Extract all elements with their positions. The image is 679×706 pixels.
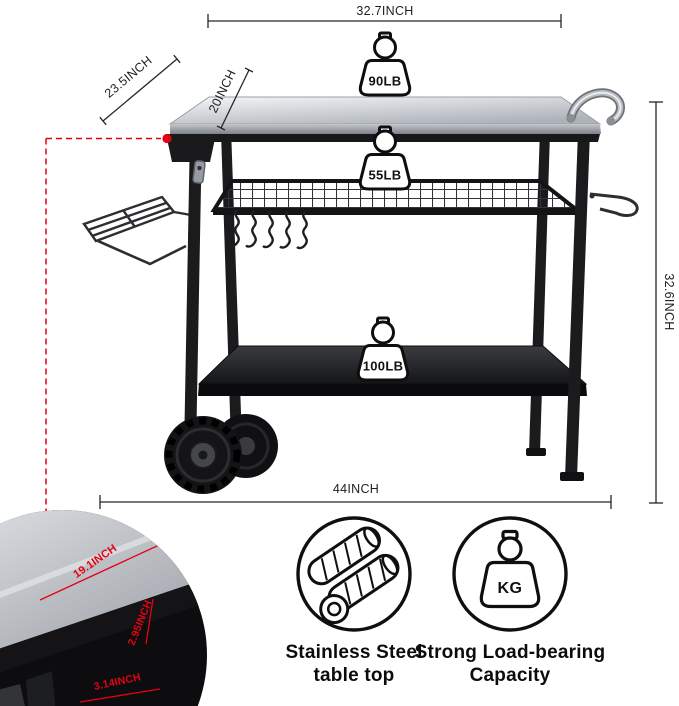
weight-55lb-icon: 55LB: [358, 125, 412, 191]
dimension-top-width: 32.7INCH: [207, 4, 562, 28]
dimension-height: 32.6INCH: [649, 101, 676, 504]
kg-label: KG: [498, 580, 523, 597]
stainless-tubes-icon: [296, 516, 412, 632]
grill-cart-illustration: [82, 88, 639, 494]
dimension-height-label: 32.6INCH: [662, 273, 676, 330]
dimension-bottom-width: 44INCH: [99, 482, 612, 509]
dimension-bottom-width-label: 44INCH: [333, 482, 379, 496]
corner-bracket: [166, 134, 216, 162]
side-rack: [82, 195, 192, 266]
kg-kettlebell-icon: KG: [452, 516, 568, 632]
front-right-leg: [565, 132, 590, 478]
s-hooks: [227, 208, 308, 250]
front-left-leg: [184, 132, 202, 452]
inset-edge-bar: [0, 570, 207, 680]
corner-detail-inset: 19.1INCH 2.95INCH 3.14INCH: [0, 510, 207, 706]
capacity-label-middle: 55LB: [369, 168, 402, 183]
feature-caption-stainless: Stainless Steel table top: [256, 641, 452, 687]
feature-caption-load-bearing: Strong Load-bearing Capacity: [400, 641, 620, 687]
rear-right-foot: [526, 448, 546, 456]
feature-stainless-line2: table top: [313, 665, 395, 686]
dimension-side-depth-label: 23.5INCH: [102, 53, 155, 101]
feature-load-line2: Capacity: [469, 665, 551, 686]
bottle-opener: [192, 160, 206, 184]
dimension-side-depth: 23.5INCH: [99, 53, 181, 126]
capacity-label-top: 90LB: [369, 74, 402, 89]
rear-right-leg: [529, 100, 551, 452]
handle: [566, 88, 625, 126]
dimension-top-width-label: 32.7INCH: [356, 4, 413, 18]
weight-90lb-icon: 90LB: [358, 31, 412, 97]
capacity-label-bottom: 100LB: [363, 359, 404, 374]
front-right-foot: [560, 472, 584, 481]
middle-wire-shelf: [210, 179, 583, 215]
inset-leg: [26, 671, 64, 706]
side-hook: [589, 192, 639, 217]
feature-load-line1: Strong Load-bearing: [414, 642, 606, 663]
weight-100lb-icon: 100LB: [356, 316, 410, 382]
corner-marker-dot: [162, 133, 172, 144]
red-guide-lines: [45, 137, 161, 511]
feature-stainless-line1: Stainless Steel: [285, 642, 423, 663]
front-wheel: [164, 416, 242, 494]
